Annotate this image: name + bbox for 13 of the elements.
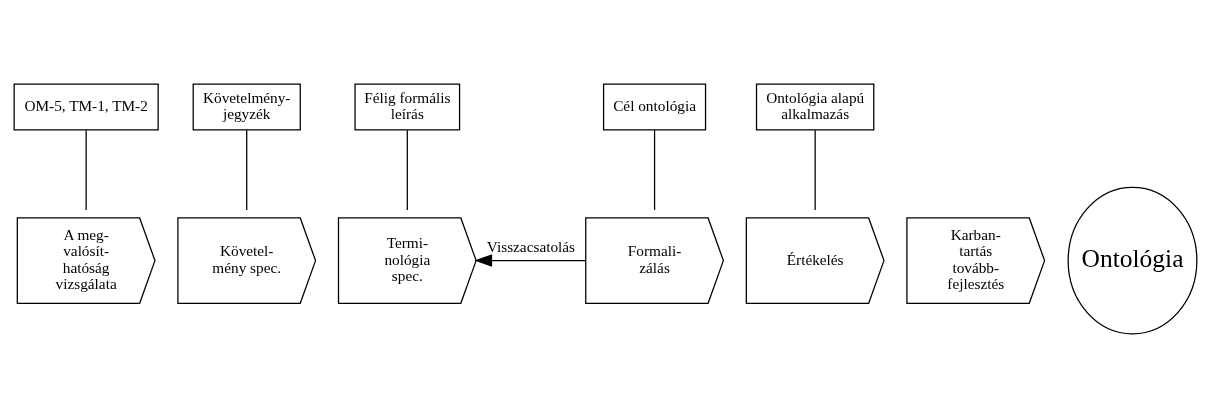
node-box: Követelmény- jegyzék [192,83,301,131]
connector [653,129,656,211]
edge-label: Visszacsatolás [486,238,576,256]
connector [406,129,408,211]
node-ellipse: Ontológia [1067,186,1198,335]
connector [85,129,87,211]
connector [814,129,816,211]
node-box: Cél ontológia [602,83,707,131]
node-box: OM-5, TM-1, TM-2 [13,83,159,131]
node-box: Ontológia alapú alkalmazás [755,83,875,131]
connector [246,129,248,211]
node-box: Félig formális leírás [354,83,461,131]
arrow [474,254,587,267]
